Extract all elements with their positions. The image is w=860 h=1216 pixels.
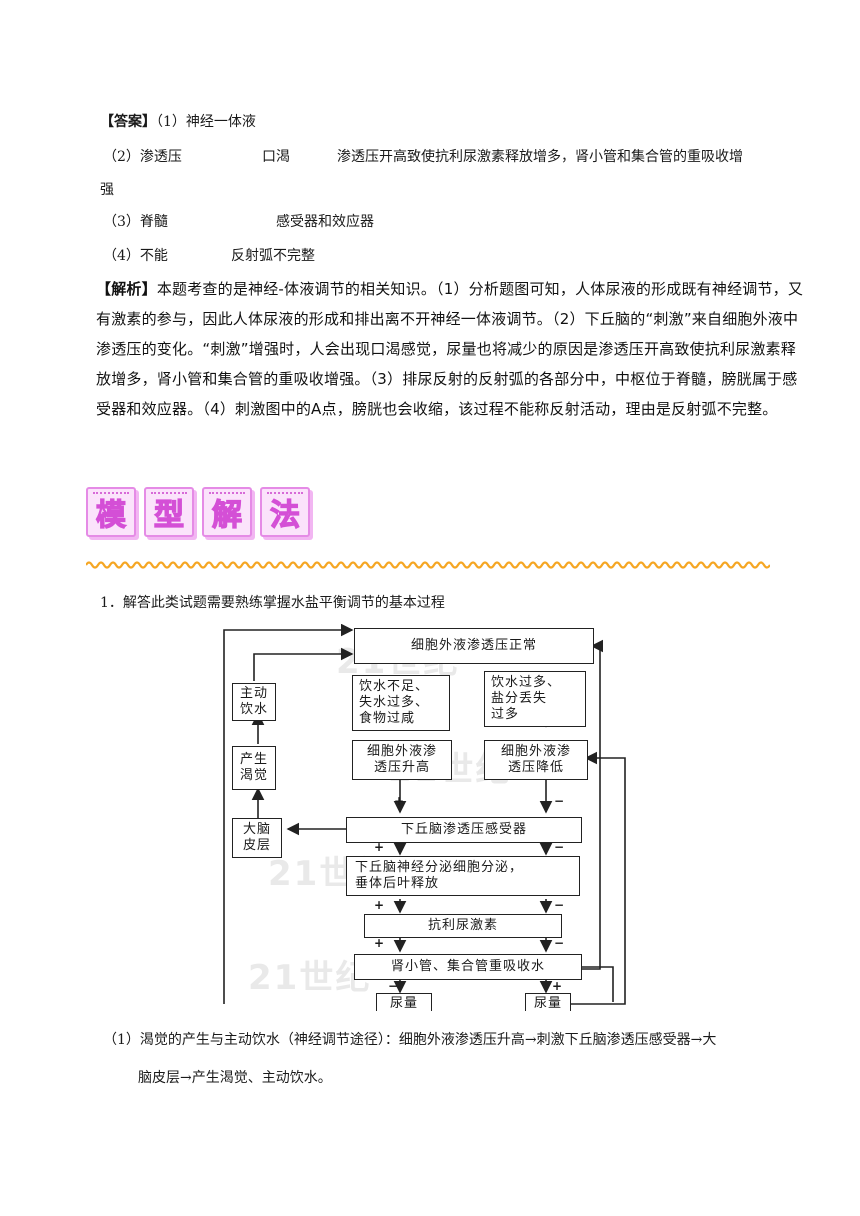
flow-diagram: 21世纪 21世纪 21世纪 21世纪 bbox=[218, 624, 645, 1011]
banner-char-1: 模 bbox=[86, 487, 136, 537]
urine-left-box: 尿量 bbox=[376, 993, 432, 1011]
section-title: 1．解答此类试题需要熟练掌握水盐平衡调节的基本过程 bbox=[100, 595, 445, 611]
banner-char-4: 法 bbox=[260, 487, 310, 537]
hypothalamus-receptor-box: 下丘脑渗透压感受器 bbox=[346, 817, 582, 843]
cerebral-cortex-box: 大脑 皮层 bbox=[232, 818, 282, 858]
banner-char-3: 解 bbox=[202, 487, 252, 537]
left-cause-box: 饮水不足、 失水过多、 食物过咸 bbox=[352, 675, 450, 731]
neurosecretion-box: 下丘脑神经分泌细胞分泌， 垂体后叶释放 bbox=[346, 856, 580, 896]
banner-char-2: 型 bbox=[144, 487, 194, 537]
point-1-line-a: （1）渴觉的产生与主动饮水（神经调节途径）：细胞外液渗透压升高→刺激下丘脑渗透压… bbox=[103, 1032, 717, 1048]
answer-item-2b: 口渴 bbox=[262, 149, 290, 165]
point-1-line-b: 脑皮层→产生渴觉、主动饮水。 bbox=[138, 1070, 332, 1086]
answer-item-2c: 渗透压开高致使抗利尿激素释放增多，肾小管和集合管的重吸收增 bbox=[337, 149, 743, 165]
diagram-lines bbox=[223, 624, 626, 1005]
answer-label: 【答案】 bbox=[100, 114, 156, 130]
urine-right-box: 尿量 bbox=[525, 993, 571, 1011]
answer-item-2d: 强 bbox=[100, 182, 114, 198]
answer-line-1: 【答案】（1）神经一体液 bbox=[100, 111, 256, 131]
sign-minus: − bbox=[554, 898, 565, 912]
sign-plus: + bbox=[552, 979, 563, 993]
kidney-reabsorption-box: 肾小管、集合管重吸收水 bbox=[354, 954, 582, 980]
sign-minus: − bbox=[554, 840, 565, 854]
sign-plus: + bbox=[374, 840, 385, 854]
thirst-box: 产生 渴觉 bbox=[232, 746, 276, 790]
answer-item-4a: （4）不能 bbox=[103, 248, 168, 264]
sign-minus: − bbox=[388, 979, 399, 993]
answer-item-3a: （3）脊髓 bbox=[103, 214, 168, 230]
analysis-label: 【解析】 bbox=[96, 280, 157, 298]
osmotic-rise-box: 细胞外液渗 透压升高 bbox=[352, 740, 452, 780]
osmotic-fall-box: 细胞外液渗 透压降低 bbox=[484, 740, 588, 780]
adh-box: 抗利尿激素 bbox=[364, 914, 562, 938]
answer-item-4b: 反射弧不完整 bbox=[231, 248, 315, 264]
normal-osmotic-box: 细胞外液渗透压正常 bbox=[354, 628, 594, 664]
sign-plus: + bbox=[374, 936, 385, 950]
sign-plus: + bbox=[394, 794, 405, 808]
watermark-4: 21世纪 bbox=[248, 958, 372, 998]
wavy-divider bbox=[86, 561, 770, 569]
answer-item-3b: 感受器和效应器 bbox=[276, 214, 374, 230]
right-cause-box: 饮水过多、 盐分丢失 过多 bbox=[484, 671, 586, 727]
sign-plus: + bbox=[374, 898, 385, 912]
sign-minus: − bbox=[554, 794, 565, 808]
active-drinking-box: 主动 饮水 bbox=[232, 683, 276, 721]
analysis-paragraph: 【解析】本题考查的是神经-体液调节的相关知识。（1）分析题图可知，人体尿液的形成… bbox=[96, 274, 808, 424]
sign-minus: − bbox=[554, 936, 565, 950]
analysis-text: 本题考查的是神经-体液调节的相关知识。（1）分析题图可知，人体尿液的形成既有神经… bbox=[96, 280, 804, 418]
answer-item-2a: （2）渗透压 bbox=[103, 149, 182, 165]
answer-item-1: （1）神经一体液 bbox=[156, 114, 256, 130]
